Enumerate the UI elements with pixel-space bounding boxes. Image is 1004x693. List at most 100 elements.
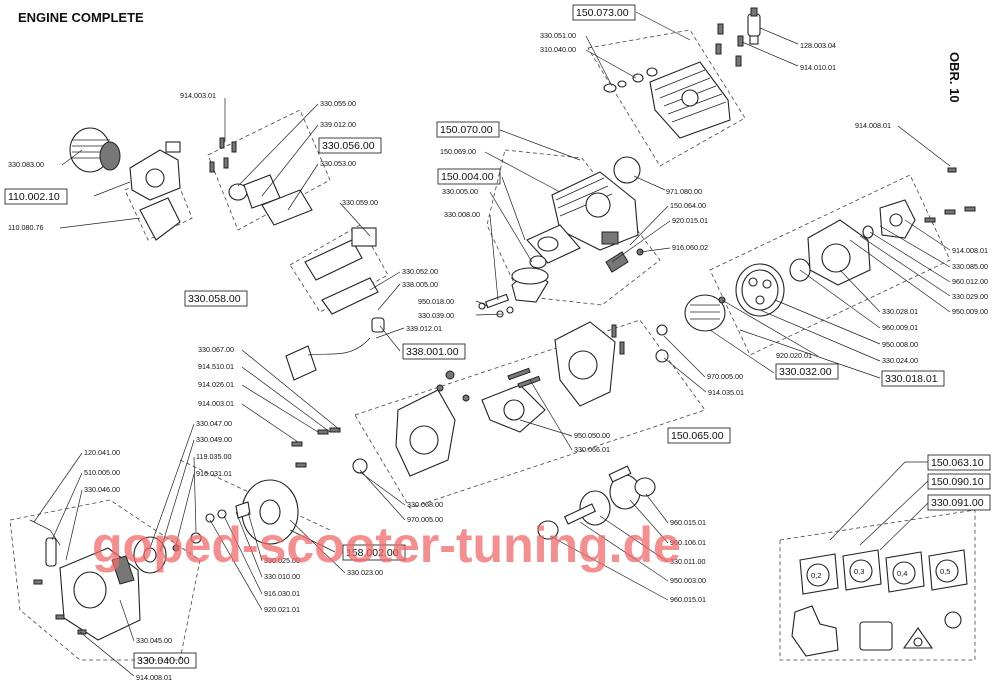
label-150-064-00: 150.064.00 <box>670 201 706 210</box>
label-330-047-00: 330.047.00 <box>196 419 232 428</box>
flywheel <box>241 479 299 545</box>
gasket-kit-group-outline <box>779 509 976 661</box>
label-330-052-00: 330.052.00 <box>402 267 438 276</box>
label-150-065-00: 150.065.00 <box>671 430 724 442</box>
shim-label-4: 0,5 <box>940 567 950 576</box>
label-330-025-00: 330.025.00 <box>264 556 300 565</box>
label-914-008-01-bottom: 914.008.01 <box>136 673 172 682</box>
fan-cover <box>59 547 141 641</box>
label-330-028-01: 330.028.01 <box>882 307 918 316</box>
crankshaft <box>563 465 641 526</box>
label-960-015-01-top: 960.015.01 <box>670 518 706 527</box>
label-920-021-01: 920.021.01 <box>264 605 300 614</box>
crankcase-left-half <box>395 389 456 477</box>
clutch-drum <box>735 263 785 317</box>
leader-lines <box>33 11 951 677</box>
clutch-shoes <box>684 294 726 332</box>
label-330-067-00: 330.067.00 <box>198 345 234 354</box>
crank-bearing-right <box>634 477 656 497</box>
label-330-066-01: 330.066.01 <box>574 445 610 454</box>
label-330-005-00: 330.005.00 <box>442 187 478 196</box>
label-330-059-00: 330.059.00 <box>342 198 378 207</box>
label-970-005-00-right: 970.005.00 <box>707 372 743 381</box>
figure-label: OBR. 10 <box>947 52 962 103</box>
diagram-title: ENGINE COMPLETE <box>18 10 144 25</box>
label-110-080-76: 110.080.76 <box>8 223 43 232</box>
label-914-003-01-mid: 914.003.01 <box>198 399 234 408</box>
label-339-012-00: 339.012.00 <box>320 120 356 129</box>
label-330-008-00: 330.008.00 <box>444 210 480 219</box>
shim-label-1: 0,2 <box>811 571 821 580</box>
shim-gasket-1: 0,2 <box>799 553 839 595</box>
wrist-pin <box>478 293 514 318</box>
cylinder-head-group-outline <box>587 29 746 167</box>
label-960-012-00: 960.012.00 <box>952 277 988 286</box>
cylinder-group-outline <box>486 149 661 306</box>
carburetor <box>129 141 181 201</box>
clutch-washer <box>862 225 874 239</box>
label-914-510-01: 914.510.01 <box>198 362 234 371</box>
kill-switch-wire <box>29 519 61 567</box>
cylinder-head <box>649 61 731 139</box>
label-960-009-01: 960.009.01 <box>882 323 918 332</box>
label-914-035-01: 914.035.01 <box>708 388 744 397</box>
part-number-labels: 128.003.04 914.010.01 330.051.00 310.040… <box>8 31 988 682</box>
o-ring-kit <box>944 611 962 629</box>
label-916-060-02: 916.060.02 <box>672 243 708 252</box>
crankcase-gasket <box>481 384 546 433</box>
clutch-cover-plate <box>879 199 916 239</box>
label-330-068-00: 330.068.00 <box>407 500 443 509</box>
cylinder <box>551 171 639 251</box>
label-960-106-01: 960.106.01 <box>670 538 706 547</box>
carb-manifold <box>139 197 181 241</box>
label-330-040-00: 330.040.00 <box>137 655 190 667</box>
reed-valve <box>304 227 379 315</box>
label-914-010-01: 914.010.01 <box>800 63 836 72</box>
label-950-018-00: 950.018.00 <box>418 297 454 306</box>
label-330-039-00: 330.039.00 <box>418 311 454 320</box>
clutch-group-outline <box>709 174 951 356</box>
shim-label-2: 0,3 <box>854 567 864 576</box>
shim-gasket-3: 0,4 <box>885 551 925 593</box>
gasket-kit: 0,2 0,3 0,4 0,5 <box>791 549 968 657</box>
label-330-018-01: 330.018.01 <box>885 373 938 385</box>
shaft-seal <box>656 324 668 336</box>
label-330-085-00: 330.085.00 <box>952 262 988 271</box>
intake-boot <box>228 174 313 226</box>
intake-screws <box>209 137 237 173</box>
label-950-009-00: 950.009.00 <box>952 307 988 316</box>
label-330-083-00: 330.083.00 <box>8 160 44 169</box>
label-310-040-00: 310.040.00 <box>540 45 576 54</box>
label-338-005-00: 338.005.00 <box>402 280 438 289</box>
reed-group-outline <box>289 224 389 313</box>
cover-screws <box>33 579 87 635</box>
label-330-046-00: 330.046.00 <box>84 485 120 494</box>
label-119-035-00: 119.035.00 <box>196 452 231 461</box>
shim-gasket-2: 0,3 <box>842 549 882 591</box>
case-nut-b <box>436 384 444 392</box>
case-dowels <box>507 324 625 389</box>
label-950-003-00: 950.003.00 <box>670 576 706 585</box>
label-914-026-01: 914.026.01 <box>198 380 234 389</box>
label-338-001-00: 338.001.00 <box>406 346 459 358</box>
label-916-030-01: 916.030.01 <box>264 589 300 598</box>
label-110-002-10: 110.002.10 <box>8 191 60 203</box>
label-330-010-00: 330.010.00 <box>264 572 300 581</box>
clutch-housing <box>807 219 871 286</box>
label-330-049-00: 330.049.00 <box>196 435 232 444</box>
head-o-ring <box>613 156 641 184</box>
label-916-031-01: 916.031.01 <box>196 469 232 478</box>
case-nut-c <box>462 394 470 402</box>
label-330-051-00: 330.051.00 <box>540 31 576 40</box>
label-150-063-10: 150.063.10 <box>931 457 984 469</box>
watermark: goped-scooter-tuning.de <box>92 517 681 573</box>
label-914-003-01-top: 914.003.01 <box>180 91 216 100</box>
label-330-058-00: 330.058.00 <box>188 293 241 305</box>
label-330-056-00: 330.056.00 <box>322 140 375 152</box>
head-bolts <box>715 23 744 67</box>
piston-ring <box>529 255 547 269</box>
label-330-023-00: 330.023.00 <box>347 568 383 577</box>
crank-bearing-left <box>537 520 559 540</box>
label-960-015-01-bottom: 960.015.01 <box>670 595 706 604</box>
